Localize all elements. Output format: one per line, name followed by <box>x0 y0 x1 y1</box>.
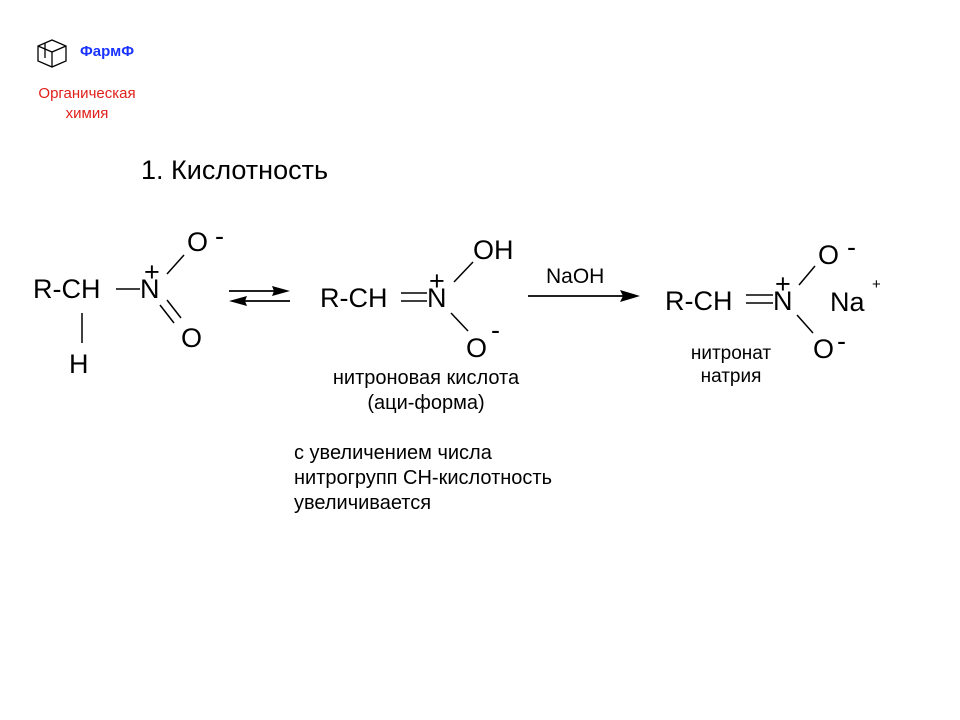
nitro-o-top-label: O <box>187 227 208 257</box>
salt-na-label: Na <box>830 287 865 317</box>
nitro-n-o-double-bond-a <box>159 304 175 324</box>
nitro-plus-charge: + <box>144 257 160 287</box>
aci-caption-line-2: (аци-форма) <box>367 392 485 414</box>
nitro-compound-structure: R-CH N + O - O H <box>33 221 224 379</box>
subject-line-1: Органическая <box>38 85 136 102</box>
nitronate-structure: R-CH N + O - Na + O - <box>665 232 881 364</box>
note-line-1: с увеличением числа <box>294 442 492 464</box>
adamantane-logo-icon <box>37 39 67 68</box>
acidity-note: с увеличением числа нитрогрупп CH-кислот… <box>294 441 654 516</box>
aci-form-structure: R-CH N + OH O - <box>320 235 514 363</box>
nitro-o-top-charge: - <box>215 221 224 251</box>
aci-n-label: N <box>427 283 447 313</box>
equilibrium-arrows <box>229 286 290 306</box>
note-line-3: увеличивается <box>294 492 432 514</box>
aci-rch-label: R-CH <box>320 283 388 313</box>
brand-label: ФармФ <box>80 43 135 60</box>
naoh-reaction-arrow: NaOH <box>528 265 640 302</box>
salt-na-charge: + <box>872 276 881 293</box>
slide-title: 1. Кислотность <box>141 155 329 185</box>
nitro-n-o-double-bond-b <box>166 299 182 319</box>
salt-o-bottom-label: O <box>813 334 834 364</box>
salt-n-label: N <box>773 286 793 316</box>
salt-plus-charge: + <box>775 269 791 299</box>
aci-plus-charge: + <box>429 266 445 296</box>
nitro-n-o-single-bond <box>166 254 185 275</box>
aci-caption: нитроновая кислота (аци-форма) <box>296 366 556 416</box>
salt-caption-line-1: нитронат <box>690 343 772 364</box>
aci-n-oh-bond <box>453 261 474 283</box>
nitro-rch-label: R-CH <box>33 274 101 304</box>
nitro-h-label: H <box>69 349 89 379</box>
salt-o-bottom-charge: - <box>837 326 846 356</box>
salt-rch-label: R-CH <box>665 286 733 316</box>
reagent-label: NaOH <box>546 265 604 288</box>
subject-label: Органическая химия <box>26 84 148 124</box>
salt-n-o-top-bond <box>798 265 816 286</box>
salt-n-o-bottom-bond <box>796 314 814 334</box>
salt-caption: нитронат натрия <box>670 342 792 388</box>
nitro-o-bottom-label: O <box>181 323 202 353</box>
aci-oh-label: OH <box>473 235 514 265</box>
aci-n-o-bond <box>450 312 469 332</box>
subject-line-2: химия <box>65 105 109 122</box>
aci-o-charge: - <box>491 315 500 345</box>
salt-o-top-charge: - <box>847 232 856 262</box>
salt-o-top-label: O <box>818 240 839 270</box>
aci-o-label: O <box>466 333 487 363</box>
salt-caption-line-2: натрия <box>700 366 762 387</box>
nitro-n-label: N <box>140 274 160 304</box>
note-line-2: нитрогрупп CH-кислотность <box>294 467 552 489</box>
aci-caption-line-1: нитроновая кислота <box>332 367 520 389</box>
